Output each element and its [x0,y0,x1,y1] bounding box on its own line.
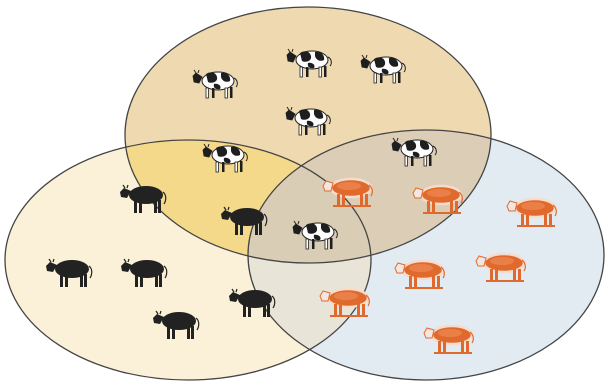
venn-svg [0,0,605,383]
venn-diagram [0,0,605,383]
